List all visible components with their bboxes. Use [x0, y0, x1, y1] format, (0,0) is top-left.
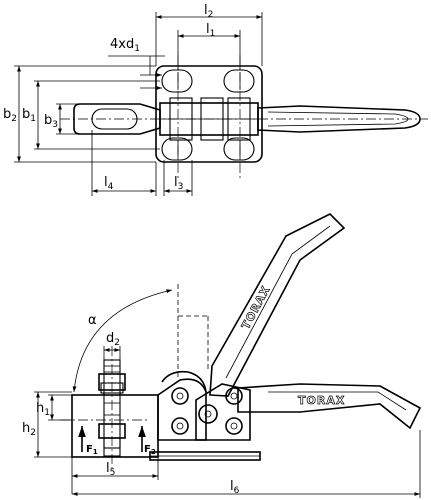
- spindle-arm-top: [73, 103, 161, 135]
- pivot-2: [171, 417, 189, 435]
- dim-b2-label: b2: [3, 107, 17, 124]
- dim-l1-label: l1: [206, 22, 215, 39]
- slot-bottom-left: [161, 137, 193, 161]
- dim-l3-label: l3: [174, 175, 183, 192]
- brand-horizontal: TORAX: [298, 394, 345, 407]
- pivot-3: [198, 404, 218, 424]
- side-view: TORAX TORAX α d2 h1 h2 F1 F2: [22, 213, 422, 498]
- dim-l6-label: l6: [230, 479, 240, 496]
- link-plate: [195, 383, 251, 441]
- dim-b3-label: b3: [44, 113, 58, 130]
- force-f2-label: F2: [144, 444, 156, 456]
- top-view: l2 l1 4xd1 b2 b1 b3 l4 l3: [3, 3, 428, 196]
- dim-h2-label: h2: [22, 421, 36, 438]
- dim-l5-label: l5: [106, 461, 115, 478]
- handle-closed: [237, 383, 422, 430]
- dim-b1-label: b1: [22, 107, 36, 124]
- angle-arc: [72, 289, 173, 393]
- force-f1-label: F1: [86, 444, 98, 456]
- slot-top-left: [161, 69, 193, 93]
- brand-upright: TORAX: [239, 284, 273, 332]
- slot-top-right: [223, 69, 255, 93]
- clamp-body: [157, 378, 207, 441]
- handle-open: [209, 213, 346, 397]
- slot-bottom-right: [223, 137, 255, 161]
- dim-d1-label: 4xd1: [110, 37, 140, 54]
- dim-alpha-label: α: [88, 313, 97, 328]
- dim-l2-label: l2: [204, 3, 213, 20]
- dim-l4-label: l4: [104, 175, 114, 192]
- base-plate-top: [155, 65, 263, 163]
- dim-d2-label: d2: [106, 331, 120, 348]
- pivot-5: [225, 417, 243, 435]
- pivot-1: [171, 387, 189, 405]
- dim-h1-label: h1: [36, 401, 50, 418]
